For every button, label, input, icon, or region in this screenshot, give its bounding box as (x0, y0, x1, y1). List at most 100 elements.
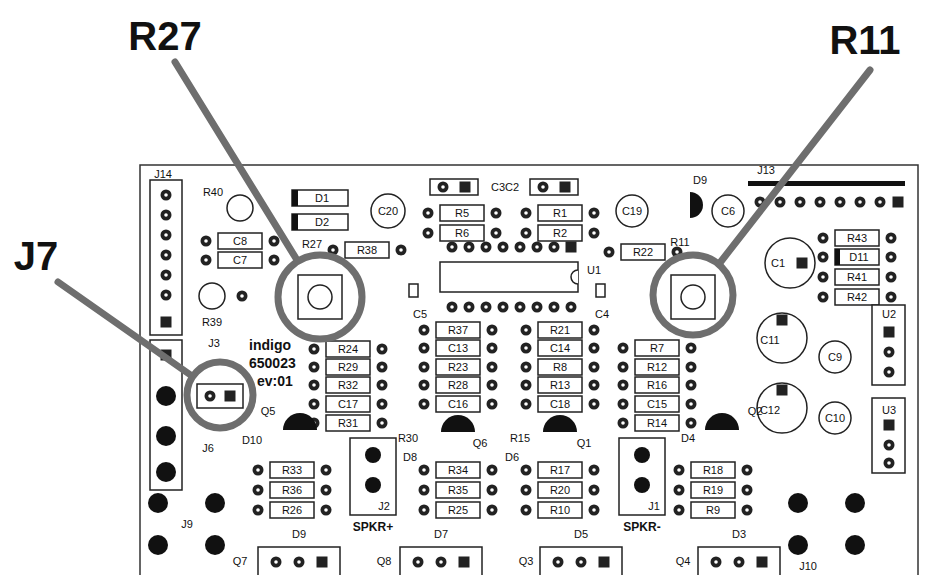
part-label: C16 (448, 399, 468, 410)
pad (438, 182, 449, 193)
resistor-symbol (521, 377, 600, 393)
resistor-symbol (253, 482, 332, 498)
potentiometer-knob (308, 285, 332, 309)
pad (875, 197, 886, 208)
part-label: D2 (315, 217, 329, 228)
part-label: D1 (315, 193, 329, 204)
part-label: C8 (233, 236, 247, 247)
part-label: C4 (595, 309, 609, 320)
large-pad (148, 493, 168, 513)
capacitor-outline (596, 284, 605, 297)
part-label: R38 (357, 245, 377, 256)
pad (538, 182, 549, 193)
resistor-symbol (328, 242, 407, 258)
square-pad (599, 557, 610, 568)
part-label: C5 (413, 309, 427, 320)
large-pad (156, 462, 176, 482)
part-label: J6 (202, 443, 214, 454)
pad (515, 242, 526, 253)
part-label: U1 (587, 265, 601, 276)
capacitor-symbol (201, 252, 280, 268)
resistor-symbol (419, 462, 498, 478)
resistor-symbol (521, 502, 600, 518)
part-label: D10 (242, 435, 262, 446)
resistor-symbol (674, 502, 753, 518)
part-label: Q7 (233, 556, 248, 567)
resistor-symbol (419, 322, 498, 338)
diode-band (292, 190, 298, 206)
part-label: C10 (825, 413, 845, 424)
pad (498, 242, 509, 253)
resistor-symbol (818, 269, 897, 285)
capacitor-outline (819, 402, 851, 434)
pad (481, 242, 492, 253)
transistor-symbol (705, 413, 739, 430)
pad (161, 190, 172, 201)
resistor-symbol (818, 230, 897, 246)
resistor-symbol (521, 205, 600, 221)
pad (271, 557, 282, 568)
square-pad (317, 557, 328, 568)
diode-band (835, 249, 840, 265)
callout-label: R27 (128, 16, 201, 56)
large-pad (148, 535, 168, 555)
pad (365, 477, 381, 493)
part-label: D6 (505, 452, 519, 463)
connector-label: SPKR+ (353, 521, 393, 533)
pad (855, 197, 866, 208)
capacitor-symbol (419, 340, 498, 356)
part-label: D8 (403, 452, 417, 463)
capacitor-symbol (419, 396, 498, 412)
pad (532, 242, 543, 253)
pad (464, 242, 475, 253)
part-label: R32 (338, 380, 358, 391)
pad (464, 302, 475, 313)
transistor-symbol (441, 415, 475, 432)
resistor-symbol (818, 289, 897, 305)
part-label: J3 (208, 338, 220, 349)
part-label: Q1 (577, 438, 592, 449)
part-label: R36 (282, 485, 302, 496)
resistor-symbol (253, 462, 332, 478)
square-pad (777, 385, 788, 396)
part-label: J9 (181, 519, 193, 530)
part-label: R17 (550, 465, 570, 476)
part-label: R10 (550, 505, 570, 516)
capacitor-symbol (309, 396, 388, 412)
part-label: Q3 (519, 556, 534, 567)
capacitor-outline (819, 341, 851, 373)
potentiometer-knob (681, 285, 705, 309)
connector-outline (619, 438, 665, 515)
part-label: R23 (448, 362, 468, 373)
header-bar (748, 181, 905, 186)
square-pad (797, 258, 808, 269)
part-label: R41 (847, 272, 867, 283)
square-pad (460, 182, 471, 193)
resistor-symbol (309, 341, 388, 357)
resistor-symbol (618, 377, 697, 393)
transistor-footprint (698, 547, 780, 575)
part-label: U3 (882, 405, 896, 416)
part-label: J14 (154, 169, 172, 180)
capacitor-outline (757, 383, 807, 433)
part-label: R11 (670, 237, 689, 248)
board-outline (140, 165, 918, 575)
part-label: R2 (553, 228, 567, 239)
pad (161, 230, 172, 241)
part-label: Q8 (377, 556, 392, 567)
part-label: R19 (703, 485, 723, 496)
part-label: R30 (398, 433, 418, 444)
square-pad (757, 557, 768, 568)
resistor-symbol (618, 359, 697, 375)
transistor-footprint (540, 547, 622, 575)
part-label: R7 (650, 343, 664, 354)
callout-circle (278, 255, 362, 339)
part-label: C20 (378, 206, 398, 217)
pad (161, 290, 172, 301)
part-label: D3 (732, 529, 746, 540)
part-label: R24 (338, 344, 358, 355)
square-pad (459, 557, 470, 568)
connector-label: SPKR- (623, 521, 660, 533)
regulator-outline (872, 305, 905, 385)
capacitor-outline (765, 238, 815, 288)
